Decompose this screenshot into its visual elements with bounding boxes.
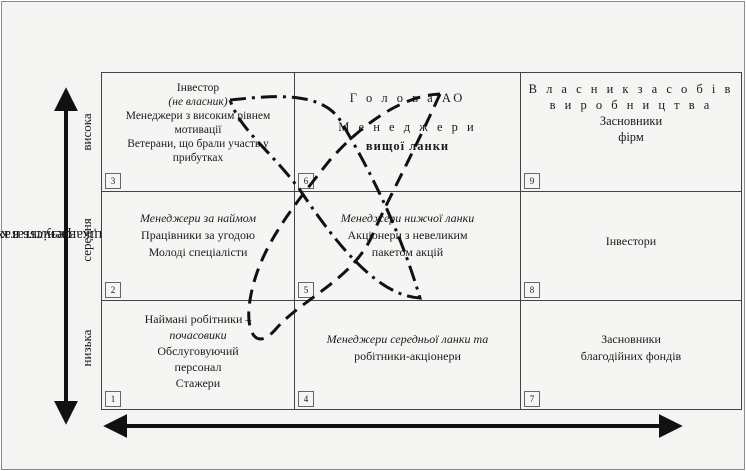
cell-9-line2: в и р о б н и ц т в а xyxy=(549,98,713,112)
y-axis-title: Зацікавленість в кінцевихрезультатах xyxy=(0,227,117,243)
cell-1: Наймані робітники – почасовики Обслугову… xyxy=(101,300,295,410)
cell-5-line2: Акціонери з невеликим xyxy=(347,228,468,242)
cell-3-line4: мотивації xyxy=(174,124,222,136)
cell-3: Інвестор (не власник) Менеджери з високи… xyxy=(101,72,295,192)
cell-9-line3: Засновники xyxy=(599,114,663,128)
cell-4: Менеджери середньої ланки та робітники-а… xyxy=(294,300,521,410)
cell-3-line2: (не власник) xyxy=(168,96,228,108)
cell-7-number: 7 xyxy=(524,391,540,407)
cell-9-number: 9 xyxy=(524,173,540,189)
cell-3-line1: Інвестор xyxy=(176,82,220,94)
cell-8-number: 8 xyxy=(524,282,540,298)
cell-8: Інвестори 8 xyxy=(520,191,742,301)
cell-5: Менеджери нижчої ланки Акціонери з невел… xyxy=(294,191,521,301)
cell-2: Менеджери за наймом Працівники за угодою… xyxy=(101,191,295,301)
cell-2-number: 2 xyxy=(105,282,121,298)
cell-8-line1: Інвестори xyxy=(605,234,657,248)
cell-1-line5: Стажери xyxy=(175,376,221,390)
cell-3-line6: прибутках xyxy=(172,152,224,164)
cell-5-line3: пакетом акцій xyxy=(371,245,444,259)
cell-6-line1: Г о л о в а АО xyxy=(349,91,466,105)
cell-9-line1: В л а с н и к з а с о б і в xyxy=(528,82,734,96)
cell-4-line2: робітники-акціонери xyxy=(354,349,461,363)
level-label-high: висока xyxy=(79,113,94,151)
cell-9-line4: фірм xyxy=(618,130,644,144)
cell-2-line3: Молоді спеціалісти xyxy=(148,245,248,259)
cell-7: Засновники благодійних фондів 7 xyxy=(520,300,742,410)
cell-6-line2: М е н е д ж е р и xyxy=(338,120,477,134)
cell-1-line3: Обслуговуючий xyxy=(157,344,239,358)
cell-6-number: 6 xyxy=(298,173,314,189)
cell-1-line1: Наймані робітники – xyxy=(144,312,252,326)
cell-3-number: 3 xyxy=(105,173,121,189)
cell-1-line2: почасовики xyxy=(169,328,227,342)
cell-4-line1: Менеджери середньої ланки та xyxy=(326,332,489,346)
cell-3-line5: Ветерани, що брали участь у xyxy=(127,138,269,150)
cell-6: Г о л о в а АО М е н е д ж е р и вищої л… xyxy=(294,72,521,192)
cell-7-line2: благодійних фондів xyxy=(580,349,682,363)
cell-5-number: 5 xyxy=(298,282,314,298)
cell-1-line4: персонал xyxy=(174,360,222,374)
cell-2-line1: Менеджери за наймом xyxy=(139,211,257,225)
cell-1-number: 1 xyxy=(105,391,121,407)
cell-7-line1: Засновники xyxy=(601,332,661,346)
level-label-medium: середня xyxy=(79,218,94,262)
cell-5-line1: Менеджери нижчої ланки xyxy=(340,211,475,225)
cell-2-line2: Працівники за угодою xyxy=(141,228,255,242)
matrix-grid: Інвестор (не власник) Менеджери з високи… xyxy=(101,72,742,410)
cell-4-number: 4 xyxy=(298,391,314,407)
level-label-low: низька xyxy=(79,329,94,367)
cell-9: В л а с н и к з а с о б і в в и р о б н … xyxy=(520,72,742,192)
cell-6-line3: вищої ланки xyxy=(365,139,450,153)
cell-3-line3: Менеджери з високим рівнем xyxy=(125,110,271,122)
